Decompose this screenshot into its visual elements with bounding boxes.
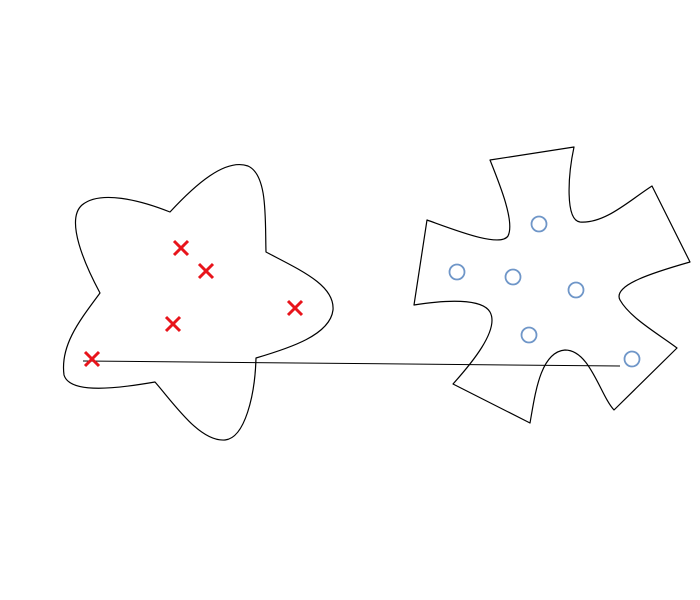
x-marker: [164, 315, 182, 333]
o-marker: [623, 350, 641, 368]
o-marker: [530, 215, 548, 233]
o-marker: [504, 268, 522, 286]
o-marker: [520, 326, 538, 344]
star-shaped-region: [62, 164, 334, 441]
cross-shaped-region: [413, 146, 691, 424]
x-marker: [286, 299, 304, 317]
x-marker: [83, 350, 101, 368]
o-marker: [567, 281, 585, 299]
connector-line: [82, 360, 621, 367]
o-marker: [448, 263, 466, 281]
x-marker: [172, 239, 190, 257]
x-marker: [197, 262, 215, 280]
